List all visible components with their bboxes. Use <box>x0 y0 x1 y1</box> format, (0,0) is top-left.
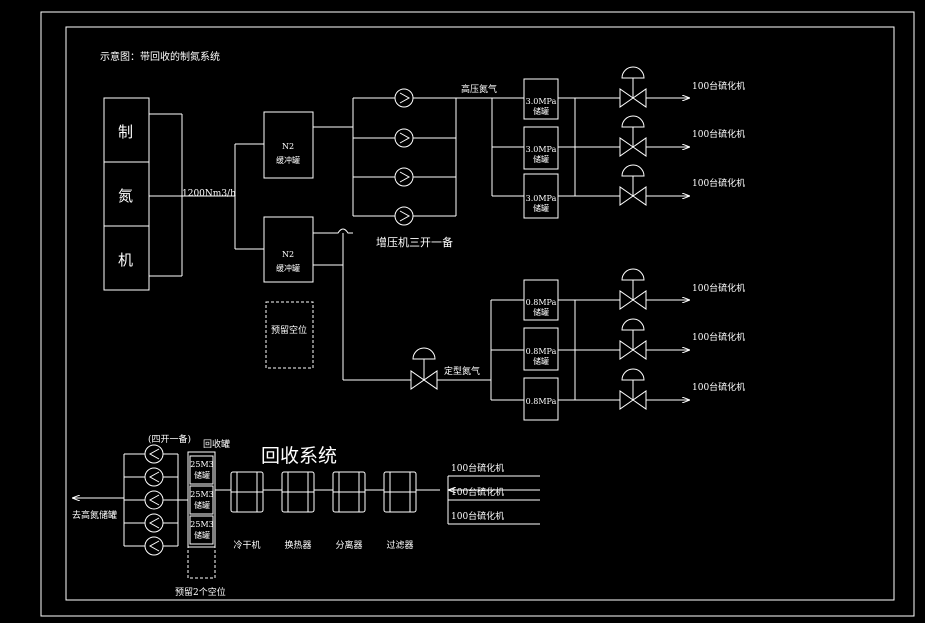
separator-unit: 分离器 <box>332 471 366 551</box>
cold-dryer-label: 冷干机 <box>233 539 260 551</box>
compressor-pump-icon <box>394 167 414 187</box>
nitrogen-generator: 制 氮 机 <box>103 97 150 291</box>
lp-output-2-label: 100台硫化机 <box>692 331 745 343</box>
lp-tank-1-label: 储罐 <box>533 307 549 317</box>
recovery-tank-2-volume: 25M3 <box>190 490 213 499</box>
recovery-system-title: 回收系统 <box>261 445 337 467</box>
hp-output-2-label: 100台硫化机 <box>692 128 745 140</box>
recovery-pumps-label: (四开一备) <box>148 433 191 445</box>
generator-char-2: 氮 <box>118 187 133 205</box>
shaping-nitrogen-pipe <box>313 233 491 381</box>
filter-unit: 过滤器 <box>383 471 417 551</box>
buffer-tank-1-label: 缓冲罐 <box>276 155 300 165</box>
outer-frame <box>40 11 915 617</box>
reserve-slot-label: 预留空位 <box>271 324 307 336</box>
recovery-input-1-label: 100台硫化机 <box>451 462 504 474</box>
recovery-destination-label: 去高氮储罐 <box>72 509 117 521</box>
hp-control-valve-1 <box>619 66 647 108</box>
generator-outlet-pipes <box>149 113 235 277</box>
hp-tank-3-pressure: 3.0MPa <box>526 194 557 203</box>
filter-label: 过滤器 <box>386 539 413 551</box>
recovery-pump-icon <box>144 467 164 487</box>
heat-exchanger-unit: 换热器 <box>281 471 315 551</box>
buffer-tank-1-formula: N2 <box>282 142 294 151</box>
lp-output-3-label: 100台硫化机 <box>692 381 745 393</box>
hp-tank-1-label: 储罐 <box>533 106 549 116</box>
recovery-tank-3-label: 储罐 <box>194 530 210 540</box>
lp-tank-2-label: 储罐 <box>533 356 549 366</box>
shaping-control-valve <box>410 347 438 390</box>
buffer-tank-2: N2 缓冲罐 <box>263 216 314 283</box>
hp-output-3-label: 100台硫化机 <box>692 177 745 189</box>
compressor-pump-icon <box>394 206 414 226</box>
recovery-pump-icon <box>144 536 164 556</box>
buffer-feed-pipes <box>234 143 264 250</box>
recovery-pump-bank <box>123 444 188 556</box>
hp-tank-2: 3.0MPa 储罐 <box>523 126 559 170</box>
lp-output-1-label: 100台硫化机 <box>692 282 745 294</box>
recovery-tank-group-label: 回收罐 <box>203 438 230 450</box>
lp-output-header <box>558 299 620 401</box>
hp-tank-2-pressure: 3.0MPa <box>526 145 557 154</box>
hp-control-valve-2 <box>619 115 647 157</box>
shaping-nitrogen-label: 定型氮气 <box>444 365 480 377</box>
recovery-tank-1-volume: 25M3 <box>190 460 213 469</box>
recovery-tank-2-label: 储罐 <box>194 500 210 510</box>
cold-dryer-unit: 冷干机 <box>230 471 264 551</box>
hp-tank-3: 3.0MPa 储罐 <box>523 173 559 219</box>
hp-tank-3-label: 储罐 <box>533 203 549 213</box>
lp-control-valve-3 <box>619 368 647 410</box>
hp-output-header <box>558 97 620 197</box>
compressor-row-1 <box>353 88 456 108</box>
inner-frame <box>65 26 895 601</box>
lp-tank-3: 0.8MPa <box>523 377 559 421</box>
recovery-tank-3-volume: 25M3 <box>190 520 213 529</box>
recovery-input-2-label: 100台硫化机 <box>451 486 504 498</box>
recovery-tanks: 25M3 储罐 25M3 储罐 25M3 储罐 <box>187 451 216 548</box>
hp-header-pipes <box>456 97 524 197</box>
hp-tank-2-label: 储罐 <box>533 154 549 164</box>
hp-tank-1: 3.0MPa 储罐 <box>523 78 559 120</box>
generator-char-3: 机 <box>118 251 133 269</box>
buffer-tank-2-label: 缓冲罐 <box>276 263 300 273</box>
lp-tank-1: 0.8MPa 储罐 <box>523 279 559 321</box>
compressor-row-4 <box>353 206 456 226</box>
diagram-title: 示意图：带回收的制氮系统 <box>100 50 220 63</box>
recovery-reserve-label: 预留2个空位 <box>175 586 226 598</box>
hp-control-valve-3 <box>619 164 647 206</box>
compressor-row-2 <box>353 128 456 148</box>
lp-tank-2-pressure: 0.8MPa <box>526 347 557 356</box>
recovery-pump-icon <box>144 490 164 510</box>
lp-control-valve-2 <box>619 318 647 360</box>
lp-control-valve-1 <box>619 268 647 310</box>
heat-exchanger-label: 换热器 <box>284 539 311 551</box>
recovery-input-3-label: 100台硫化机 <box>451 510 504 522</box>
lp-tank-3-pressure: 0.8MPa <box>526 397 557 406</box>
recovery-pump-icon <box>144 444 164 464</box>
lp-tank-2: 0.8MPa 储罐 <box>523 327 559 371</box>
compressor-pump-icon <box>394 128 414 148</box>
flow-rate-label: 1200Nm3/h <box>182 189 236 199</box>
lp-tank-1-pressure: 0.8MPa <box>526 298 557 307</box>
recovery-reserve-slot <box>187 546 216 579</box>
lp-header-pipes <box>490 299 524 401</box>
generator-char-1: 制 <box>118 123 133 141</box>
recovery-pump-icon <box>144 513 164 533</box>
hp-nitrogen-label: 高压氮气 <box>461 83 497 95</box>
buffer-tank-1: N2 缓冲罐 <box>263 111 314 179</box>
hp-output-1-label: 100台硫化机 <box>692 80 745 92</box>
recovery-inlet-pipes <box>447 475 540 525</box>
compressor-feed-pipes <box>313 98 354 234</box>
hp-tank-1-pressure: 3.0MPa <box>526 97 557 106</box>
compressor-row-3 <box>353 167 456 187</box>
compressor-pump-icon <box>394 88 414 108</box>
separator-label: 分离器 <box>335 539 362 551</box>
compressor-label: 增压机三开一备 <box>376 235 453 249</box>
reserve-slot: 预留空位 <box>265 301 314 369</box>
buffer-tank-2-formula: N2 <box>282 250 294 259</box>
recovery-tank-1-label: 储罐 <box>194 470 210 480</box>
